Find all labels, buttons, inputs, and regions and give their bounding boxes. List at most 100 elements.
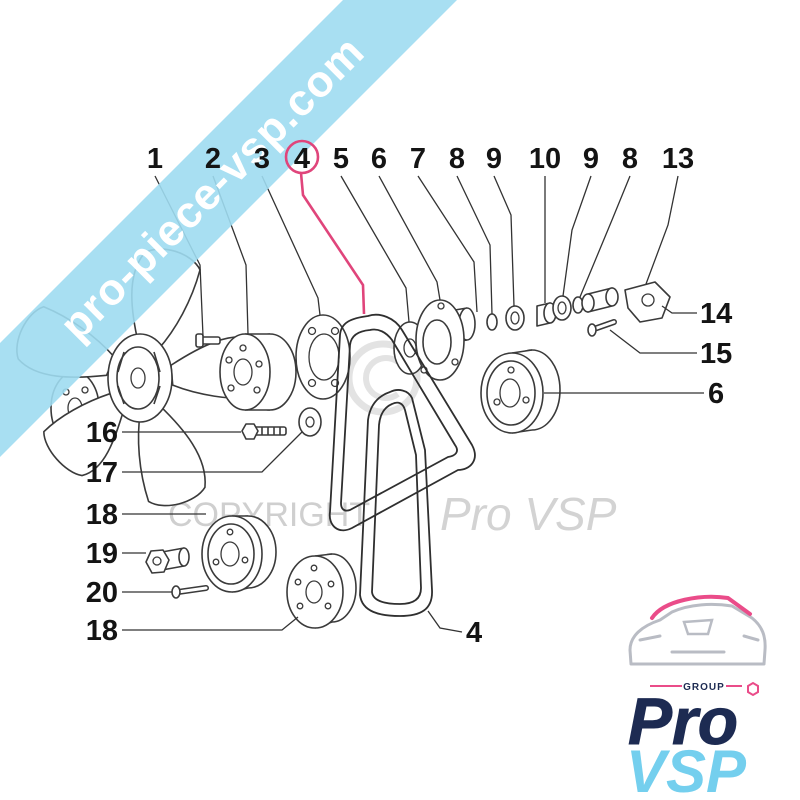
leader-7 (417, 175, 478, 313)
left-callouts: 16 17 18 19 20 18 (86, 417, 118, 647)
pulley-6-hole (493, 398, 501, 406)
bolt-1 (195, 333, 221, 348)
nut-19-bore (152, 556, 162, 566)
pulley-2-hole (227, 384, 235, 392)
callout-19: 19 (86, 538, 118, 570)
fan-hub-center (130, 367, 146, 389)
leader-6 (378, 175, 441, 301)
fan-blade (137, 404, 206, 507)
belt-triangle-inner (340, 328, 458, 512)
pulley-18-upper-hole (226, 528, 234, 536)
pulley-18-lower-hole (327, 580, 335, 588)
leader-15 (609, 329, 697, 354)
nut-19 (145, 547, 190, 574)
callout-8-second: 8 (622, 143, 638, 175)
leader-14 (661, 305, 697, 314)
nut-19-sleeve-end (178, 547, 190, 567)
drive-belt-triangle (328, 313, 476, 532)
pulley-6-hub (499, 378, 521, 408)
pulley-6-hole (507, 366, 515, 374)
leader-17 (122, 431, 303, 473)
washer-17-hole (305, 416, 315, 428)
callout-17: 17 (86, 457, 118, 489)
logo-pro-text: Pro (628, 684, 738, 758)
bolt-15-head (587, 323, 597, 337)
pulley-18-lower-hub (305, 580, 323, 604)
bolt-20-shank-fill (176, 586, 208, 594)
belt-long-outer (359, 389, 433, 617)
car-body-outline (628, 602, 767, 666)
callout-16: 16 (86, 417, 118, 449)
pulley-6 (480, 349, 561, 434)
tensioner-sleeve-end (581, 293, 595, 313)
car-roof-line (650, 594, 752, 620)
pulley-18-upper-hole (241, 556, 249, 564)
pulley-2 (219, 333, 297, 411)
top-callouts: 1 2 3 4 5 6 7 8 9 10 9 8 13 (147, 139, 694, 175)
pump-face (422, 319, 452, 365)
bolt-15-shank-fill (592, 320, 616, 331)
pulley-2-hole (225, 356, 233, 364)
water-pump (393, 299, 476, 381)
callout-2: 2 (205, 143, 221, 175)
callout-6-right: 6 (708, 378, 724, 410)
callout-13: 13 (662, 143, 694, 175)
leader-5 (340, 175, 410, 323)
right-callouts: 14 15 6 4 (466, 298, 732, 649)
bolt-16-thread (261, 427, 281, 435)
fan-rear-plate-hole (81, 386, 89, 394)
leader-18-second (122, 616, 299, 631)
callout-3: 3 (254, 143, 270, 175)
ring-8 (486, 313, 498, 331)
tensioner-assembly (581, 281, 671, 323)
leader-lines (122, 172, 704, 633)
logo-group-text: GROUP (683, 682, 725, 693)
leader-13 (645, 175, 679, 285)
leader-3 (261, 175, 321, 316)
drive-belt-long (359, 389, 433, 617)
bolt-16 (241, 423, 287, 440)
flange-plate-3-hole (330, 326, 340, 336)
callout-9-second: 9 (583, 143, 599, 175)
leader-4-belt (427, 610, 463, 633)
bolt-20 (171, 585, 209, 599)
fan-blade (43, 392, 126, 477)
pulley-18-lower-hole (294, 578, 302, 586)
tensioner-bracket-hole (641, 293, 655, 307)
callout-18: 18 (86, 499, 118, 531)
belt-triangle-outer (328, 313, 476, 532)
pump-flange-hole (451, 358, 459, 366)
bearing-9-second-bore (557, 301, 567, 315)
pulley-18-upper-hole (212, 558, 220, 566)
leader-9-second (562, 175, 592, 297)
pulley-6-hole (522, 396, 530, 404)
pulley-18-lower (286, 553, 357, 629)
banner-website-text: pro-piece-vsp.com (51, 27, 374, 350)
leader-8 (456, 175, 493, 315)
pump-flange-hole (437, 302, 445, 310)
callout-18-second: 18 (86, 615, 118, 647)
pro-vsp-logo: GROUP Pro VSP (626, 594, 767, 800)
callout-14: 14 (700, 298, 732, 330)
flange-plate-3-hole (307, 378, 317, 388)
copyright-symbol-c (363, 355, 400, 401)
logo-vsp-text: VSP (626, 738, 747, 800)
callout-9: 9 (486, 143, 502, 175)
callout-5: 5 (333, 143, 349, 175)
banner-strip (0, 0, 457, 457)
callout-6: 6 (371, 143, 387, 175)
pulley-18-lower-hole (296, 602, 304, 610)
pulley-2-hole (239, 344, 247, 352)
flange-plate-3-center (308, 333, 340, 381)
callout-1: 1 (147, 143, 163, 175)
callout-4-highlight-ring (284, 139, 320, 175)
leader-9 (493, 175, 515, 307)
car-outline-icon (628, 594, 767, 666)
watermark-brand: Pro VSP (440, 488, 617, 540)
callout-8: 8 (449, 143, 465, 175)
callout-4-highlighted: 4 (294, 143, 310, 175)
bolt-15 (587, 319, 617, 337)
fan-hub (107, 333, 173, 423)
bolt-1-head (195, 333, 204, 348)
